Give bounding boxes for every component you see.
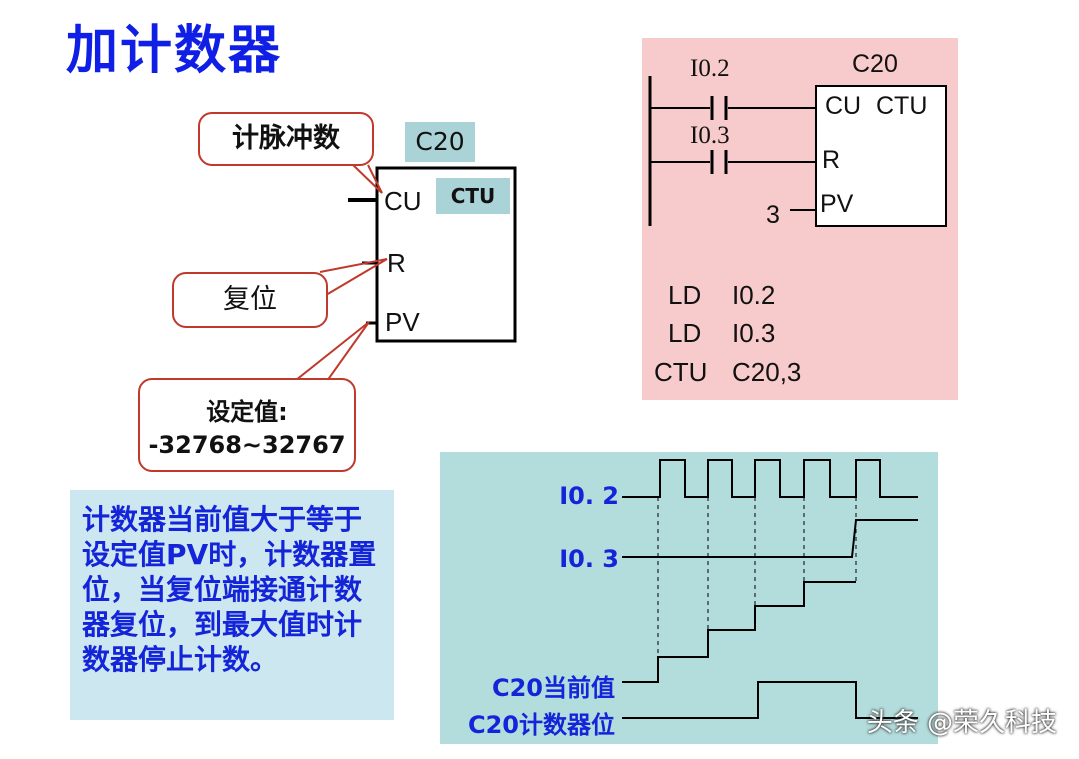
stl-arg-2: I0.3 [732,318,776,348]
watermark: 头条 @荣久科技 [866,708,1057,738]
ladder-ctu-label: CTU [876,92,928,120]
contact-i03-label: I0.3 [690,122,730,149]
block-type-label: CTU [436,178,510,214]
pin-cu-label: CU [384,186,422,216]
contact-i02-label: I0.2 [690,55,730,82]
description-text: 计数器当前值大于等于设定值PV时，计数器置位，当复位端接通计数器复位，到最大值时… [82,503,377,676]
timing-label-i02: I0. 2 [559,482,619,510]
ladder-r-label: R [822,146,841,174]
stl-op-1: LD [668,280,702,310]
count-pulse-pointer [349,161,383,194]
ladder-diagram [648,76,947,227]
i03-waveform [622,519,918,558]
timing-diagram [622,459,918,719]
ladder-pv-label: PV [820,190,854,218]
stl-arg-3: C20,3 [732,357,802,387]
reset-callout: 复位 [172,272,328,328]
ladder-cu-label: CU [825,92,862,120]
count-pulse-callout: 计脉冲数 [198,112,374,166]
setpoint-range: -32768~32767 [148,431,346,459]
ladder-counter-name: C20 [852,50,898,78]
block-name-label: C20 [405,122,475,162]
ladder-counter-box [815,85,947,227]
pin-pv-label: PV [385,307,420,337]
i02-waveform [622,459,918,498]
stl-arg-1: I0.2 [732,280,776,310]
page-title: 加计数器 [66,21,283,81]
c20-bit-waveform [622,681,918,719]
description-box: 计数器当前值大于等于设定值PV时，计数器置位，当复位端接通计数器复位，到最大值时… [70,490,394,720]
stl-op-3: CTU [654,357,708,387]
timing-label-c20-value: C20当前值 [491,674,615,702]
setpoint-callout: 设定值: -32768~32767 [138,378,356,472]
ladder-pv-value: 3 [766,201,780,229]
count-pulse-text: 计脉冲数 [232,123,340,154]
timing-label-c20-bit: C20计数器位 [467,711,615,739]
stl-op-2: LD [668,318,702,348]
timing-label-i03: I0. 3 [559,545,619,573]
c20-value-waveform [622,581,856,683]
setpoint-label: 设定值: [206,398,288,426]
setpoint-pointer [285,321,370,389]
reset-text: 复位 [223,284,277,315]
reset-pointer [319,258,388,296]
pin-r-label: R [387,248,406,278]
